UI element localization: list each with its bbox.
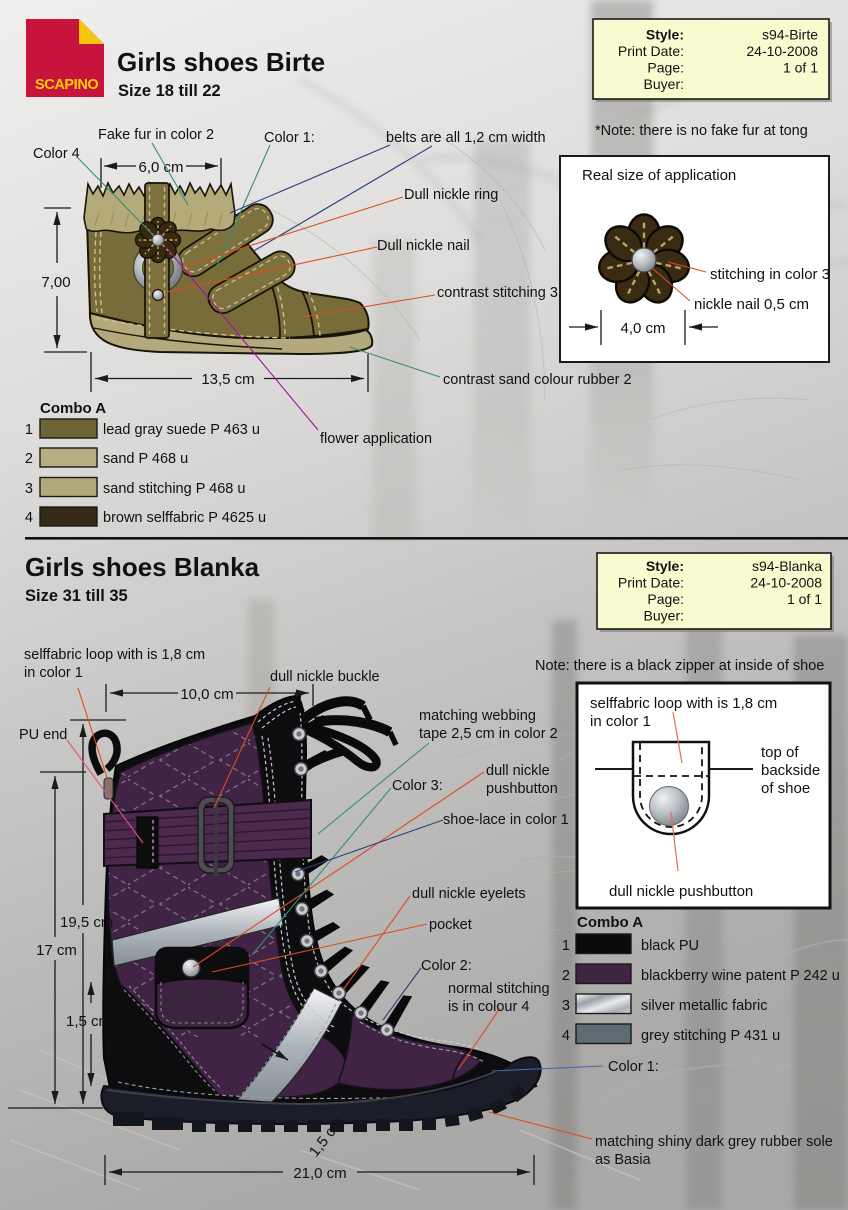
svg-text:Note: there is a black zipper: Note: there is a black zipper at inside …: [535, 658, 824, 674]
svg-text:Color 4: Color 4: [33, 146, 80, 162]
svg-text:Dull nickle nail: Dull nickle nail: [377, 238, 470, 254]
svg-text:Color 3:: Color 3:: [392, 778, 443, 794]
svg-text:dull nickle: dull nickle: [486, 763, 550, 779]
svg-text:sand P 468 u: sand P 468 u: [103, 451, 188, 467]
svg-text:contrast sand colour rubber 2: contrast sand colour rubber 2: [443, 372, 632, 388]
svg-text:is in colour 4: is in colour 4: [448, 999, 529, 1015]
svg-text:nickle nail 0,5 cm: nickle nail 0,5 cm: [694, 296, 809, 313]
svg-text:7,00: 7,00: [41, 274, 70, 291]
svg-text:as Basia: as Basia: [595, 1152, 652, 1168]
svg-text:13,5 cm: 13,5 cm: [201, 371, 254, 388]
svg-text:dull nickle pushbutton: dull nickle pushbutton: [609, 883, 753, 900]
svg-text:Real size of application: Real size of application: [582, 167, 736, 184]
svg-text:flower application: flower application: [320, 431, 432, 447]
svg-text:matching webbing: matching webbing: [419, 708, 536, 724]
svg-text:Print Date:: Print Date:: [618, 43, 684, 59]
svg-text:lead gray suede P 463 u: lead gray suede P 463 u: [103, 422, 260, 438]
svg-text:3: 3: [562, 998, 570, 1014]
svg-text:Page:: Page:: [647, 591, 684, 607]
svg-text:4: 4: [25, 510, 33, 526]
svg-text:10,0 cm: 10,0 cm: [180, 686, 233, 703]
svg-text:PU end: PU end: [19, 727, 67, 743]
svg-text:in color 1: in color 1: [24, 665, 83, 681]
svg-text:24-10-2008: 24-10-2008: [746, 43, 818, 59]
svg-text:Print Date:: Print Date:: [618, 575, 684, 591]
svg-text:24-10-2008: 24-10-2008: [750, 575, 822, 591]
svg-text:pushbutton: pushbutton: [486, 781, 558, 797]
svg-text:sand stitching P 468 u: sand stitching P 468 u: [103, 481, 245, 497]
svg-text:6,0 cm: 6,0 cm: [138, 159, 183, 176]
svg-text:pocket: pocket: [429, 917, 472, 933]
svg-text:selffabric loop with is 1,8 cm: selffabric loop with is 1,8 cm: [590, 695, 777, 712]
svg-text:black PU: black PU: [641, 938, 699, 954]
svg-text:top of: top of: [761, 744, 799, 761]
svg-text:belts are all 1,2 cm width: belts are all 1,2 cm width: [386, 130, 546, 146]
svg-text:silver metallic fabric: silver metallic fabric: [641, 998, 768, 1014]
svg-text:dull nickle buckle: dull nickle buckle: [270, 669, 380, 685]
svg-text:Fake fur in color 2: Fake fur in color 2: [98, 127, 214, 143]
svg-text:Combo A: Combo A: [577, 914, 643, 931]
svg-text:Buyer:: Buyer:: [644, 608, 684, 624]
svg-text:matching shiny dark grey rubbe: matching shiny dark grey rubber sole: [595, 1134, 833, 1150]
svg-text:Combo A: Combo A: [40, 400, 106, 417]
svg-text:Size 31 till 35: Size 31 till 35: [25, 587, 128, 605]
svg-text:Girls shoes Blanka: Girls shoes Blanka: [25, 552, 260, 582]
svg-text:Dull nickle ring: Dull nickle ring: [404, 187, 498, 203]
svg-text:21,0 cm: 21,0 cm: [293, 1165, 346, 1182]
svg-text:normal stitching: normal stitching: [448, 981, 550, 997]
svg-text:blackberry wine patent P 242 u: blackberry wine patent P 242 u: [641, 968, 840, 984]
svg-text:shoe-lace in color 1: shoe-lace in color 1: [443, 812, 569, 828]
svg-text:19,5 cm: 19,5 cm: [60, 914, 113, 931]
svg-text:Color 1:: Color 1:: [264, 130, 315, 146]
svg-text:*Note: there is no fake fur at: *Note: there is no fake fur at tong: [595, 123, 808, 139]
svg-text:Style:: Style:: [646, 558, 684, 574]
svg-text:tape 2,5 cm in color 2: tape 2,5 cm in color 2: [419, 726, 558, 742]
svg-text:selffabric loop with is 1,8 cm: selffabric loop with is 1,8 cm: [24, 647, 205, 663]
svg-text:1: 1: [25, 422, 33, 438]
svg-text:4,0 cm: 4,0 cm: [620, 320, 665, 337]
svg-text:Buyer:: Buyer:: [644, 76, 684, 92]
svg-text:1 of 1: 1 of 1: [783, 60, 818, 76]
svg-text:4: 4: [562, 1028, 570, 1044]
svg-text:contrast stitching 3: contrast stitching 3: [437, 285, 558, 301]
svg-text:Girls shoes Birte: Girls shoes Birte: [117, 47, 325, 77]
svg-text:1,5 cm: 1,5 cm: [66, 1013, 111, 1030]
svg-text:in color 1: in color 1: [590, 713, 651, 730]
svg-text:Size 18 till 22: Size 18 till 22: [118, 82, 221, 100]
svg-text:2: 2: [562, 968, 570, 984]
svg-text:Color 2:: Color 2:: [421, 958, 472, 974]
svg-text:2: 2: [25, 451, 33, 467]
svg-text:dull nickle eyelets: dull nickle eyelets: [412, 886, 526, 902]
svg-text:1: 1: [562, 938, 570, 954]
svg-text:backside: backside: [761, 762, 820, 779]
svg-text:3: 3: [25, 481, 33, 497]
svg-text:Color 1:: Color 1:: [608, 1059, 659, 1075]
svg-text:stitching in color 3: stitching in color 3: [710, 266, 830, 283]
svg-text:Style:: Style:: [646, 27, 684, 43]
svg-text:1 of 1: 1 of 1: [787, 591, 822, 607]
svg-text:s94-Blanka: s94-Blanka: [752, 558, 822, 574]
svg-text:Page:: Page:: [647, 60, 684, 76]
svg-text:SCAPINO: SCAPINO: [35, 77, 98, 93]
svg-text:17 cm: 17 cm: [36, 942, 77, 959]
svg-text:grey stitching P 431 u: grey stitching P 431 u: [641, 1028, 780, 1044]
svg-text:brown selffabric P 4625 u: brown selffabric P 4625 u: [103, 510, 266, 526]
svg-text:s94-Birte: s94-Birte: [762, 27, 818, 43]
svg-text:of shoe: of shoe: [761, 780, 810, 797]
